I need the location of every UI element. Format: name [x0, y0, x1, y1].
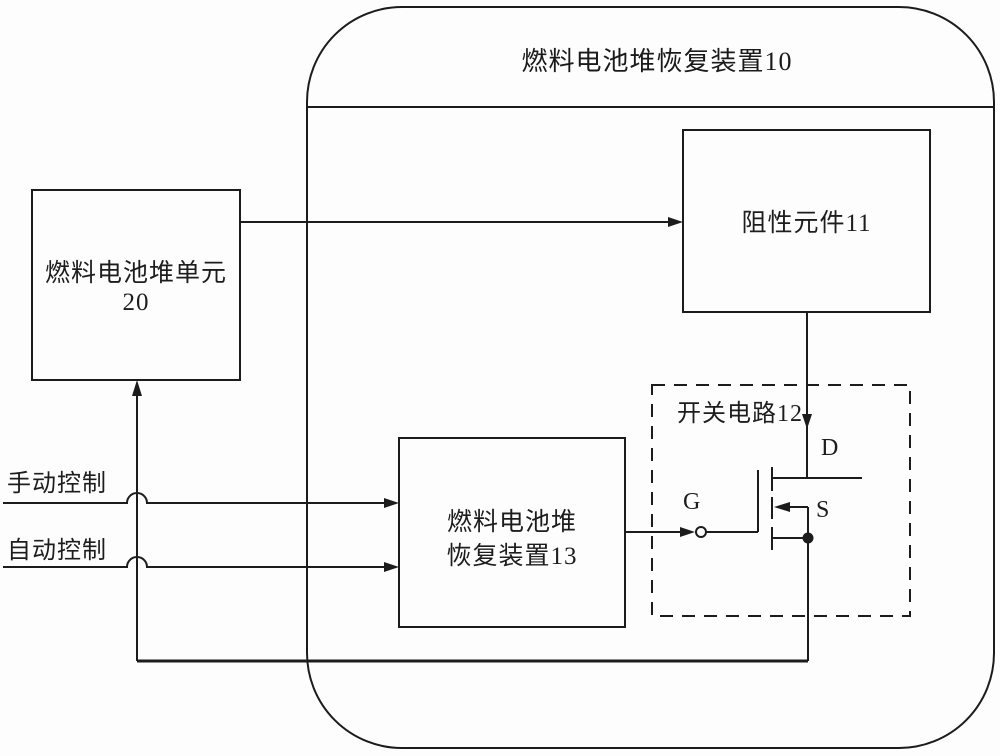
arrowhead-right-icon: [384, 498, 399, 508]
arrowhead-right-icon: [668, 217, 683, 227]
source-pin-label: S: [816, 497, 830, 523]
recovery-device-label-line1: 燃料电池堆: [446, 508, 577, 536]
wire-stack-to-resistor: [240, 217, 683, 227]
recovery-device-label: 燃料电池堆 恢复装置13: [399, 445, 625, 634]
resistive-element-label: 阻性元件11: [741, 210, 872, 237]
mosfet-symbol: [706, 467, 862, 550]
arrowhead-right-icon: [680, 527, 695, 537]
fuel-cell-stack-unit-box: [31, 189, 241, 381]
switch-circuit-label: 开关电路12: [677, 401, 803, 427]
fuel-cell-stack-unit-label: 燃料电池堆单元20: [44, 260, 227, 316]
recovery-device-label-line2: 恢复装置13: [446, 542, 578, 570]
switch-circuit-dashed-box: [651, 384, 911, 617]
wire-manual-control: [3, 492, 399, 508]
wire-recovery-to-gate: [625, 526, 707, 538]
wire-resistor-to-drain: [802, 312, 812, 478]
mosfet-body-arrow-icon: [774, 502, 790, 512]
drain-pin-label: D: [821, 435, 839, 461]
arrowhead-down-icon: [802, 414, 812, 429]
wire-auto-control: [3, 556, 399, 572]
device-enclosure-outline: [306, 6, 995, 749]
auto-control-label: 自动控制: [7, 538, 107, 564]
wire-source-return: [132, 380, 809, 663]
gate-pin-label: G: [683, 489, 701, 515]
device-title: 燃料电池堆恢复装置10: [521, 47, 793, 76]
arrowhead-up-icon: [132, 380, 142, 396]
arrowhead-right-icon: [384, 562, 399, 572]
manual-control-label: 手动控制: [7, 471, 107, 497]
gate-terminal-circle: [695, 526, 707, 538]
